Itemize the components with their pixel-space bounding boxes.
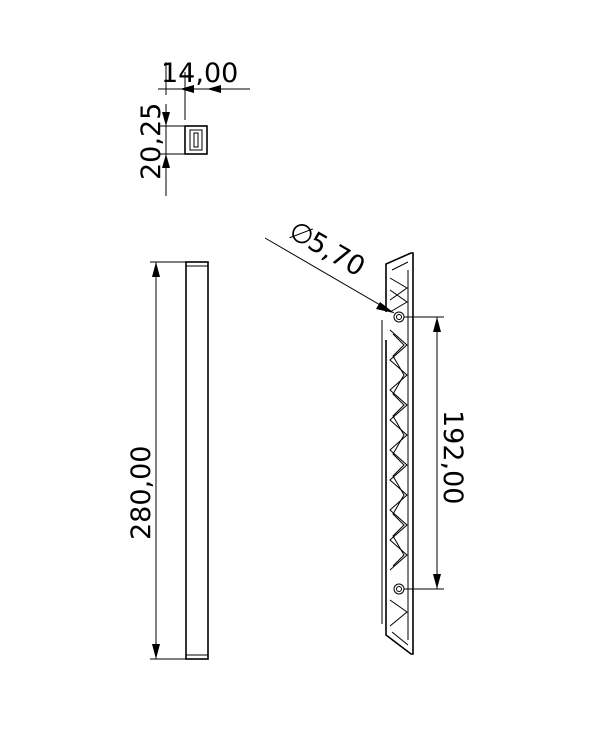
- end-profile-outline: [184, 125, 208, 155]
- width-dimension-label: 14,00: [161, 58, 238, 89]
- mounting-hole-bottom-inner: [396, 586, 402, 592]
- truss-lattice-top: [389, 289, 408, 313]
- truss-outline: [385, 252, 414, 655]
- diameter-dimension-label: 5,70: [303, 226, 371, 283]
- front-view: 192,00 ∅ 5,70: [264, 215, 468, 655]
- bar-outline: [185, 261, 209, 660]
- diameter-label-group: ∅ 5,70: [284, 215, 371, 283]
- mounting-hole-top: [393, 311, 405, 323]
- truss-lattice: [389, 277, 408, 301]
- height-dimension-label: 20,25: [136, 103, 167, 180]
- truss-lattice-bottom: [389, 599, 408, 627]
- mounting-hole-bottom: [393, 583, 405, 595]
- end-profile-view: 14,00 20,25: [136, 58, 250, 196]
- end-profile-inner: [189, 129, 203, 151]
- length-arrow-top: [152, 262, 160, 277]
- spacing-arrow-bottom: [433, 574, 441, 589]
- length-dimension-label: 280,00: [126, 446, 157, 540]
- truss-bottom-chamfer: [391, 631, 409, 646]
- side-view: 280,00: [126, 261, 209, 660]
- truss-top-chamfer: [391, 261, 409, 271]
- width-arrow-left: [180, 85, 194, 93]
- truss-lattice-inner: [392, 333, 405, 567]
- height-arrow-top: [162, 112, 170, 126]
- spacing-dimension-label: 192,00: [437, 410, 468, 504]
- mounting-hole-top-inner: [396, 314, 402, 320]
- diameter-leader-line: [264, 237, 395, 314]
- width-arrow-right: [207, 85, 221, 93]
- spacing-arrow-top: [433, 317, 441, 332]
- height-arrow-bottom: [162, 154, 170, 168]
- length-arrow-bottom: [152, 644, 160, 659]
- end-profile-slot: [193, 132, 199, 148]
- diameter-leader-arrow: [376, 302, 394, 313]
